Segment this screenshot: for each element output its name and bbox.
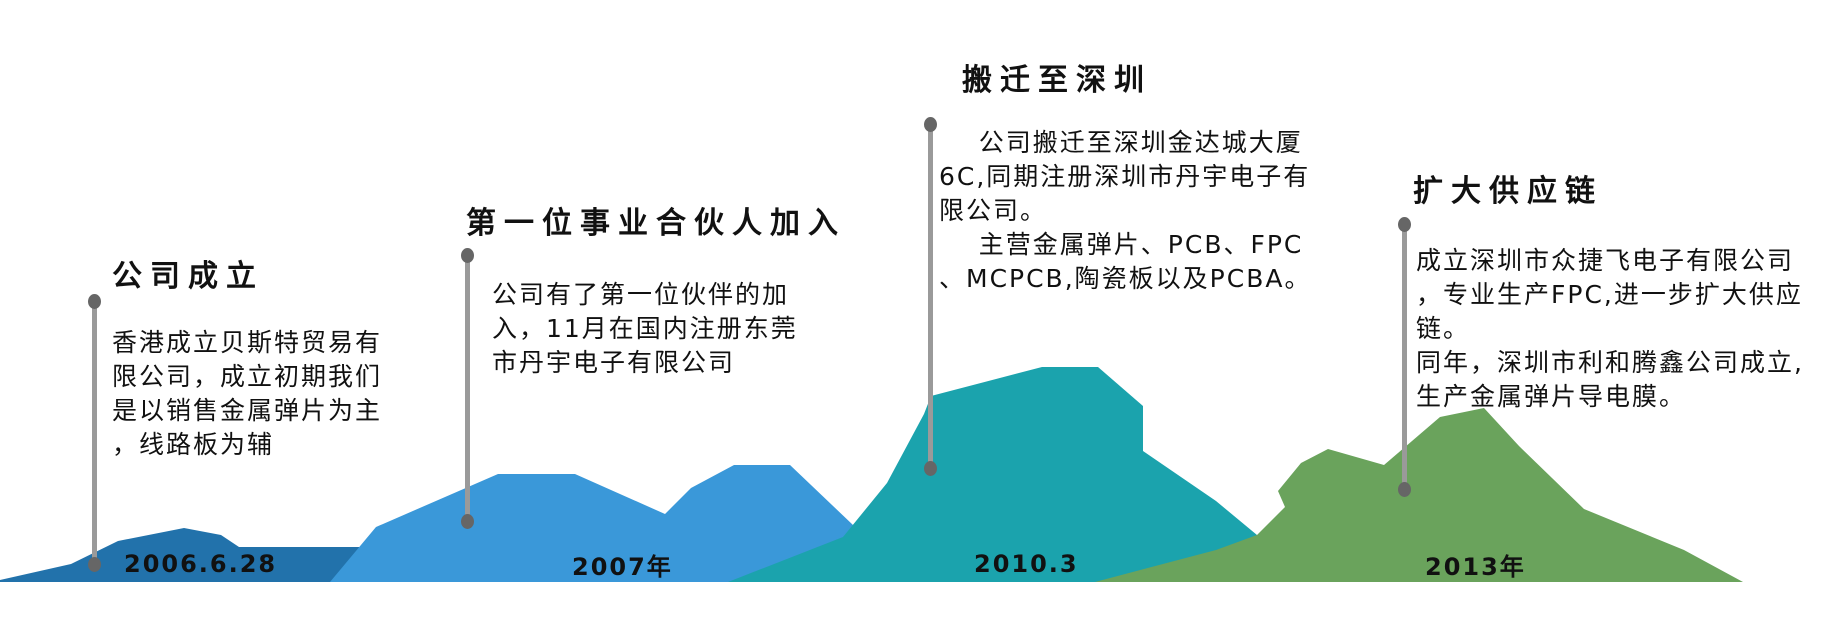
description-line: 限公司，成立初期我们 [112,362,383,391]
description-line: 6C,同期注册深圳市丹宇电子有 [939,162,1311,191]
description-line: 是以销售金属弹片为主 [112,396,383,425]
pin-dot-top [924,117,937,132]
milestone-title: 公司成立 [112,259,264,294]
timeline-pin-line [1402,226,1407,489]
timeline-pin-line [92,303,97,565]
milestone-date: 2013年 [1425,553,1526,581]
description-line: 主营金属弹片、PCB、FPC [939,230,1304,259]
pin-dot-bottom [1398,482,1411,497]
milestone-date: 2006.6.28 [124,550,278,578]
description-line: 生产金属弹片导电膜。 [1416,382,1687,411]
pin-dot-top [461,248,474,263]
milestone-title: 扩大供应链 [1413,174,1603,209]
description-line: 公司搬迁至深圳金达城大厦 [939,128,1303,157]
pin-dot-bottom [88,557,101,572]
description-line: 香港成立贝斯特贸易有 [112,328,383,357]
description-line: 同年，深圳市利和腾鑫公司成立, [1416,348,1804,377]
mountain-2010 [728,367,1290,582]
milestone-title: 搬迁至深圳 [962,63,1152,98]
milestone-date: 2007年 [572,553,673,581]
description-line: 公司有了第一位伙伴的加 [492,280,790,309]
description-line: ，专业生产FPC,进一步扩大供应 [1416,280,1803,309]
milestone-title: 第一位事业合伙人加入 [466,206,846,241]
description-line: ，线路板为辅 [112,430,275,459]
description-line: 市丹宇电子有限公司 [492,348,736,377]
mountain-2013 [1095,408,1743,582]
milestone-date: 2010.3 [974,550,1079,578]
description-line: 入，11月在国内注册东莞 [492,314,798,343]
milestone-description: 成立深圳市众捷飞电子有限公司 ，专业生产FPC,进一步扩大供应链。同年，深圳市利和… [1416,244,1804,414]
timeline-pin-line [465,257,470,521]
milestone-description: 香港成立贝斯特贸易有限公司，成立初期我们是以销售金属弹片为主 ，线路板为辅 [112,326,382,462]
description-line: 限公司。 [939,196,1048,225]
pin-dot-top [88,294,101,309]
milestone-description: 公司搬迁至深圳金达城大厦 6C,同期注册深圳市丹宇电子有限公司。 主营金属弹片、P… [939,126,1311,296]
description-line: 链。 [1416,314,1471,343]
pin-dot-bottom [924,461,937,476]
description-line: 成立深圳市众捷飞电子有限公司 [1416,246,1795,275]
pin-dot-top [1398,217,1411,232]
description-line: 、MCPCB,陶瓷板以及PCBA。 [939,264,1312,293]
milestone-description: 公司有了第一位伙伴的加入，11月在国内注册东莞市丹宇电子有限公司 [492,278,798,380]
pin-dot-bottom [461,514,474,529]
timeline-pin-line [928,126,933,468]
